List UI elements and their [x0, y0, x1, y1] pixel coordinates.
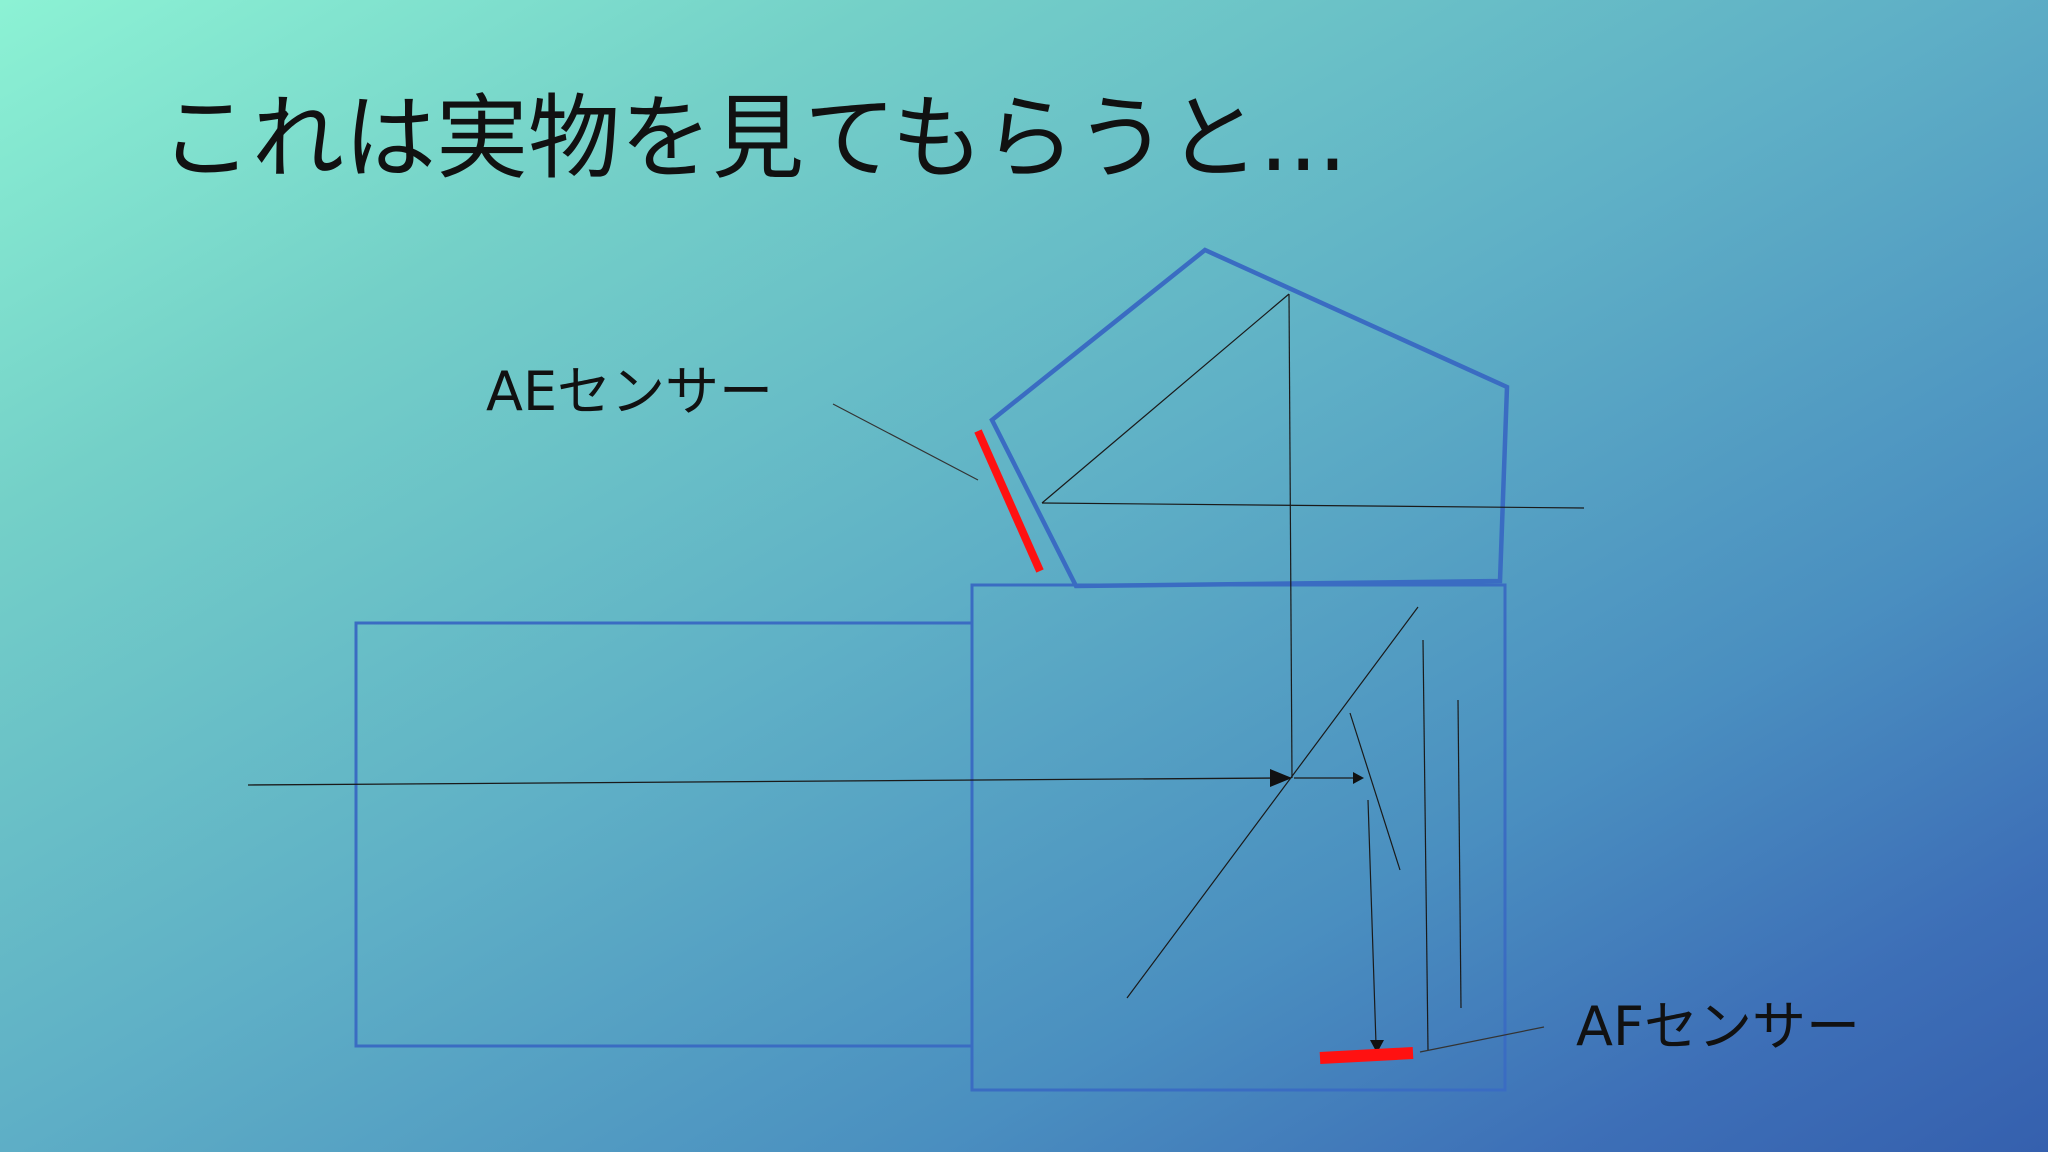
short-ray-arrowhead — [1353, 772, 1364, 784]
ray-arrowhead — [1270, 769, 1292, 787]
viewfinder-ray-vertical — [1288, 293, 1293, 779]
main-mirror — [1126, 606, 1419, 999]
sub-mirror — [1349, 712, 1401, 871]
pentaprism — [989, 247, 1510, 589]
shutter-line-1 — [1422, 639, 1429, 1051]
ae-sensor — [974, 429, 1044, 573]
ae-sensor-label: AEセンサー — [486, 360, 774, 423]
prism-horizontal-ray — [1041, 502, 1585, 509]
af-ray-arrowhead — [1370, 1040, 1384, 1053]
shutter-line-2 — [1457, 699, 1462, 1009]
af-sensor-label: AFセンサー — [1576, 995, 1861, 1058]
optical-axis-ray — [247, 777, 1279, 786]
af-sensor — [1319, 1047, 1414, 1064]
prism-diagonal-ray — [1041, 293, 1290, 504]
af-leader-line — [1419, 1026, 1545, 1053]
ae-leader-line — [832, 403, 979, 481]
slide-title: これは実物を見てもらうと... — [160, 85, 1348, 192]
lens-barrel — [354, 621, 974, 1048]
af-ray — [1367, 799, 1377, 1045]
